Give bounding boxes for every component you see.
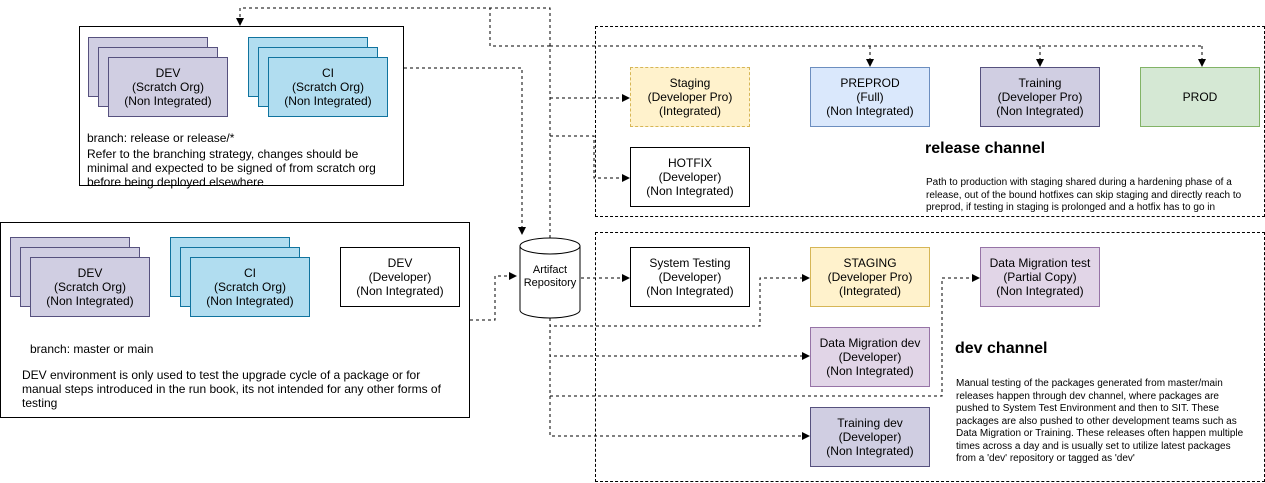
line-1: CI: [244, 266, 256, 280]
line-1: DEV: [155, 66, 181, 80]
dev-dev-scratch-org: DEV (Scratch Org) (Non Integrated): [30, 257, 150, 317]
edge-release-group-to-repo: [404, 67, 526, 235]
line-2: Repository: [523, 277, 577, 289]
line-1: Artifact: [532, 264, 568, 276]
release-branch-label: branch: release or release/*: [87, 131, 235, 145]
release-channel-description: Path to production with staging shared d…: [926, 177, 1242, 213]
edge-repo-to-release-group: [236, 7, 551, 238]
line-2: (Scratch Org): [213, 280, 286, 294]
line-2: (Developer): [838, 430, 902, 444]
dev-developer-org: DEV (Developer) (Non Integrated): [340, 247, 460, 307]
artifact-repository-label: Artifact Repository: [520, 264, 580, 290]
line-3: (Non Integrated): [996, 104, 1084, 118]
line-2: (Full): [856, 90, 884, 104]
release-dev-scratch-org: DEV (Scratch Org) (Non Integrated): [108, 57, 228, 117]
line-3: (Non Integrated): [826, 364, 914, 378]
line-3: (Non Integrated): [284, 94, 372, 108]
line-2: (Scratch Org): [53, 280, 126, 294]
training-release: Training (Developer Pro) (Non Integrated…: [980, 67, 1100, 127]
edge-repo-to-dm-test: [549, 274, 980, 397]
preprod: PREPROD (Full) (Non Integrated): [810, 67, 930, 127]
dev-ci-scratch-org: CI (Scratch Org) (Non Integrated): [190, 257, 310, 317]
line-2: (Developer): [658, 270, 722, 284]
release-env-group: [79, 26, 404, 186]
line-1: CI: [322, 66, 334, 80]
line-3: (Integrated): [658, 104, 722, 118]
line-3: (Non Integrated): [996, 284, 1084, 298]
dev-branch-label: branch: master or main: [30, 342, 154, 356]
line-2: (Developer): [368, 270, 432, 284]
hotfix: HOTFIX (Developer) (Non Integrated): [630, 147, 750, 207]
line-1: Training: [1018, 76, 1062, 90]
dev-channel-title: dev channel: [955, 340, 1048, 357]
line-1: PROD: [1182, 90, 1218, 104]
staging-release: Staging (Developer Pro) (Integrated): [630, 67, 750, 127]
line-3: (Non Integrated): [826, 104, 914, 118]
line-3: (Integrated): [838, 284, 902, 298]
training-dev: Training dev (Developer) (Non Integrated…: [810, 407, 930, 467]
release-channel-title: release channel: [925, 140, 1046, 157]
line-3: (Non Integrated): [646, 184, 734, 198]
line-3: (Non Integrated): [206, 294, 294, 308]
edge-repo-to-staging-dev: [549, 274, 810, 327]
line-1: DEV: [77, 266, 103, 280]
line-2: (Developer Pro): [827, 270, 913, 284]
line-3: (Non Integrated): [356, 284, 444, 298]
line-3: (Non Integrated): [826, 444, 914, 458]
system-testing: System Testing (Developer) (Non Integrat…: [630, 247, 750, 307]
release-ci-scratch-org: CI (Scratch Org) (Non Integrated): [268, 57, 388, 117]
dev-env-group: [0, 222, 470, 418]
line-1: PREPROD: [840, 76, 900, 90]
line-1: Data Migration dev: [819, 336, 921, 350]
line-1: DEV: [387, 256, 413, 270]
prod: PROD: [1140, 67, 1260, 127]
line-1: HOTFIX: [668, 156, 712, 170]
release-branch-note: Refer to the branching strategy, changes…: [87, 147, 376, 189]
data-migration-test: Data Migration test (Partial Copy) (Non …: [980, 247, 1100, 307]
line-1: Staging: [669, 76, 711, 90]
line-2: (Developer): [838, 350, 902, 364]
artifact-repository-cylinder: [519, 237, 581, 319]
line-1: Training dev: [837, 416, 903, 430]
edge-repo-to-hotfix: [550, 135, 630, 182]
edge-release-bus: [489, 8, 550, 47]
line-2: (Developer): [658, 170, 722, 184]
line-1: System Testing: [649, 256, 731, 270]
line-3: (Non Integrated): [124, 94, 212, 108]
line-1: Data Migration test: [989, 256, 1091, 270]
line-2: (Scratch Org): [291, 80, 364, 94]
line-3: (Non Integrated): [46, 294, 134, 308]
edge-repo-to-training-dev: [549, 318, 810, 440]
line-2: (Scratch Org): [131, 80, 204, 94]
dev-channel-description: Manual testing of the packages generated…: [956, 378, 1244, 464]
line-2: (Developer Pro): [647, 90, 733, 104]
data-migration-dev: Data Migration dev (Developer) (Non Inte…: [810, 327, 930, 387]
line-1: STAGING: [843, 256, 897, 270]
line-2: (Partial Copy): [1003, 270, 1077, 284]
staging-dev: STAGING (Developer Pro) (Integrated): [810, 247, 930, 307]
dev-branch-note: DEV environment is only used to test the…: [22, 368, 441, 410]
edge-dev-group-to-repo: [470, 272, 517, 321]
line-3: (Non Integrated): [646, 284, 734, 298]
line-2: (Developer Pro): [997, 90, 1083, 104]
